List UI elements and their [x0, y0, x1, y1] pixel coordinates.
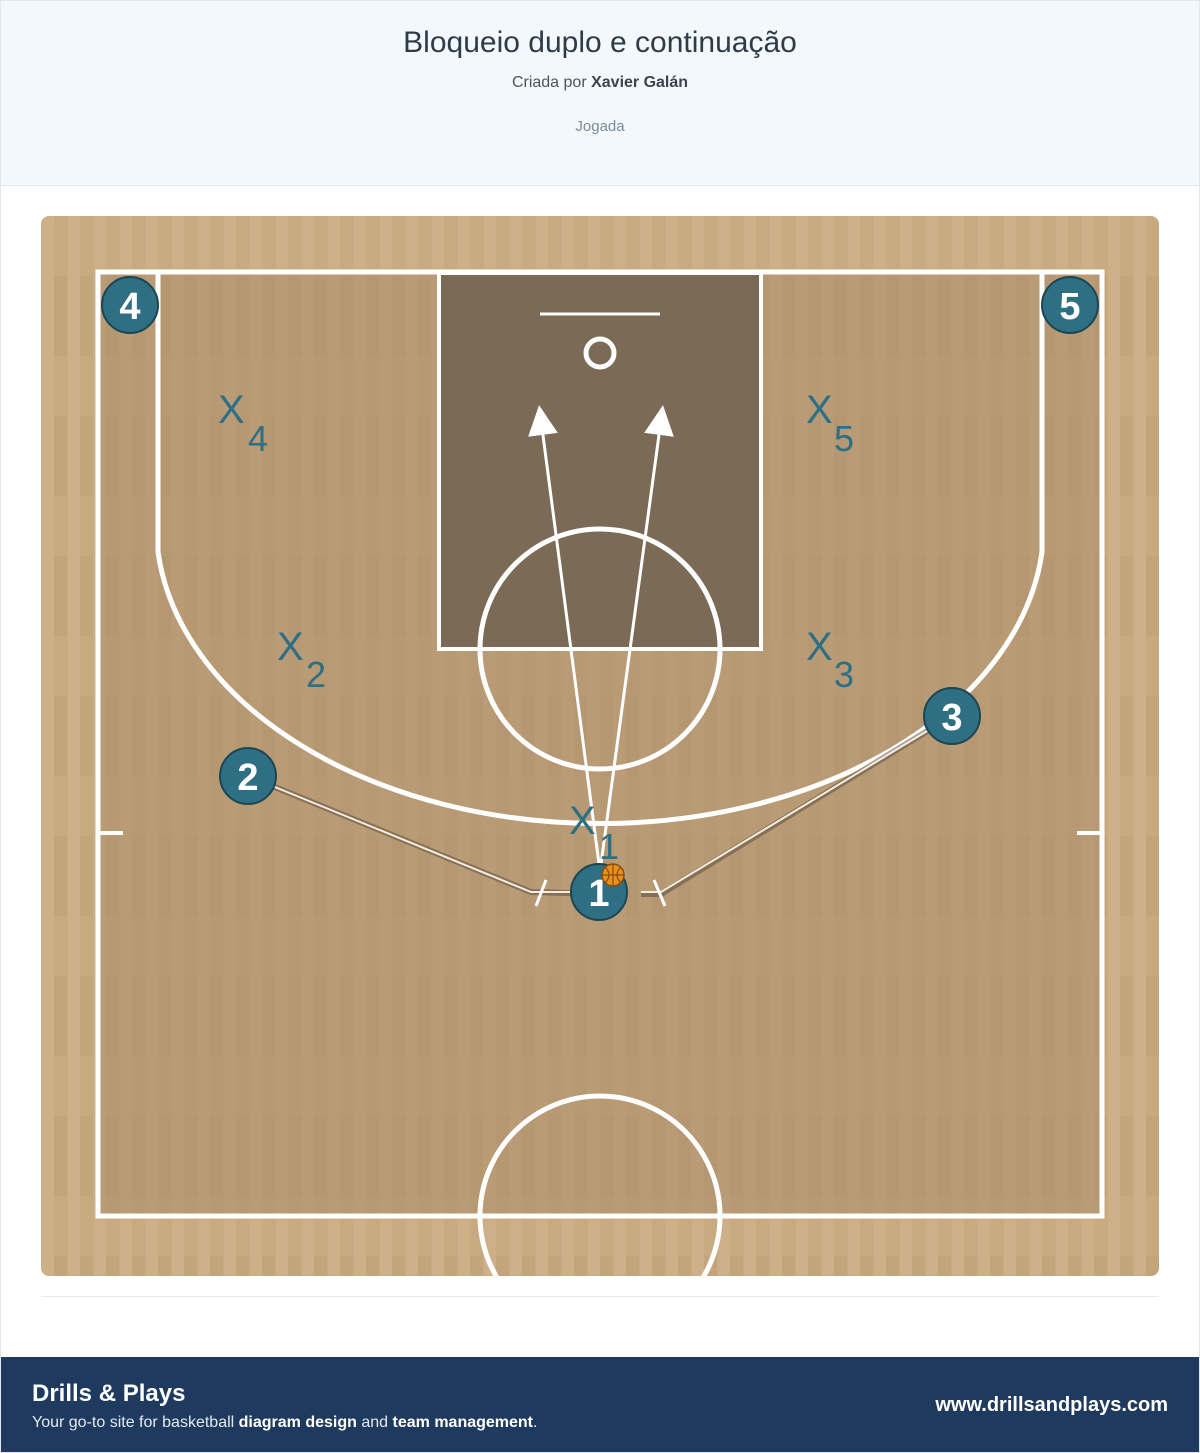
- player-3[interactable]: 3: [923, 687, 981, 745]
- created-by-label: Criada por: [511, 74, 587, 91]
- content-divider: [41, 1296, 1159, 1297]
- tagline-prefix: Your go-to site for basketball: [32, 1414, 235, 1431]
- defender-x1: X 1: [569, 799, 619, 867]
- tagline-diagram-design: diagram design: [238, 1414, 357, 1431]
- svg-text:X: X: [806, 388, 833, 432]
- svg-text:2: 2: [237, 757, 258, 799]
- defender-x3: X 3: [806, 625, 854, 695]
- footer-brand[interactable]: Drills & Plays: [32, 1380, 186, 1407]
- court-diagram: X 4 X 5 X 2 X 3 X 1 4 5 2: [41, 216, 1159, 1276]
- svg-text:1: 1: [599, 826, 619, 867]
- author-name[interactable]: Xavier Galán: [591, 74, 689, 91]
- defender-x4: X 4: [218, 388, 268, 459]
- svg-text:X: X: [569, 799, 596, 843]
- play-header: Bloqueio duplo e continuação Criada por …: [1, 1, 1199, 186]
- svg-text:4: 4: [248, 418, 268, 459]
- screen-bar-2: [534, 879, 548, 907]
- player-5[interactable]: 5: [1041, 276, 1099, 334]
- rim: [583, 336, 617, 370]
- svg-text:3: 3: [834, 654, 854, 695]
- player-4[interactable]: 4: [101, 276, 159, 334]
- svg-text:X: X: [806, 625, 833, 669]
- svg-text:2: 2: [306, 654, 326, 695]
- basketball-icon: [601, 863, 625, 887]
- svg-text:X: X: [218, 388, 245, 432]
- defender-x2: X 2: [277, 625, 326, 695]
- svg-text:4: 4: [119, 286, 140, 328]
- category-label[interactable]: Jogada: [575, 118, 625, 135]
- svg-text:5: 5: [834, 418, 854, 459]
- tagline-team-management: team management: [392, 1414, 534, 1431]
- cut-arrow-right: [599, 405, 674, 865]
- court-boundary: [95, 269, 1105, 1219]
- footer-tagline: Your go-to site for basketball diagram d…: [32, 1414, 537, 1432]
- svg-text:X: X: [277, 625, 304, 669]
- site-footer: Drills & Plays Your go-to site for baske…: [1, 1357, 1199, 1452]
- center-circle: [477, 1093, 723, 1276]
- page-title: Bloqueio duplo e continuação: [403, 26, 797, 59]
- footer-site-link[interactable]: www.drillsandplays.com: [935, 1394, 1168, 1416]
- paint-area: [437, 271, 763, 651]
- author-line: Criada por Xavier Galán: [1, 74, 1199, 92]
- tagline-suffix: .: [533, 1414, 538, 1431]
- screen-path-3-line: [641, 715, 953, 893]
- defender-x5: X 5: [806, 388, 854, 459]
- svg-text:1: 1: [588, 873, 609, 915]
- svg-text:3: 3: [941, 697, 962, 739]
- three-point-line: [155, 272, 1045, 826]
- svg-text:5: 5: [1059, 286, 1080, 328]
- cut-arrow-left: [528, 405, 601, 865]
- player-2[interactable]: 2: [219, 747, 277, 805]
- tagline-and: and: [361, 1414, 389, 1431]
- free-throw-circle: [477, 526, 723, 772]
- screen-bar-3: [652, 879, 667, 907]
